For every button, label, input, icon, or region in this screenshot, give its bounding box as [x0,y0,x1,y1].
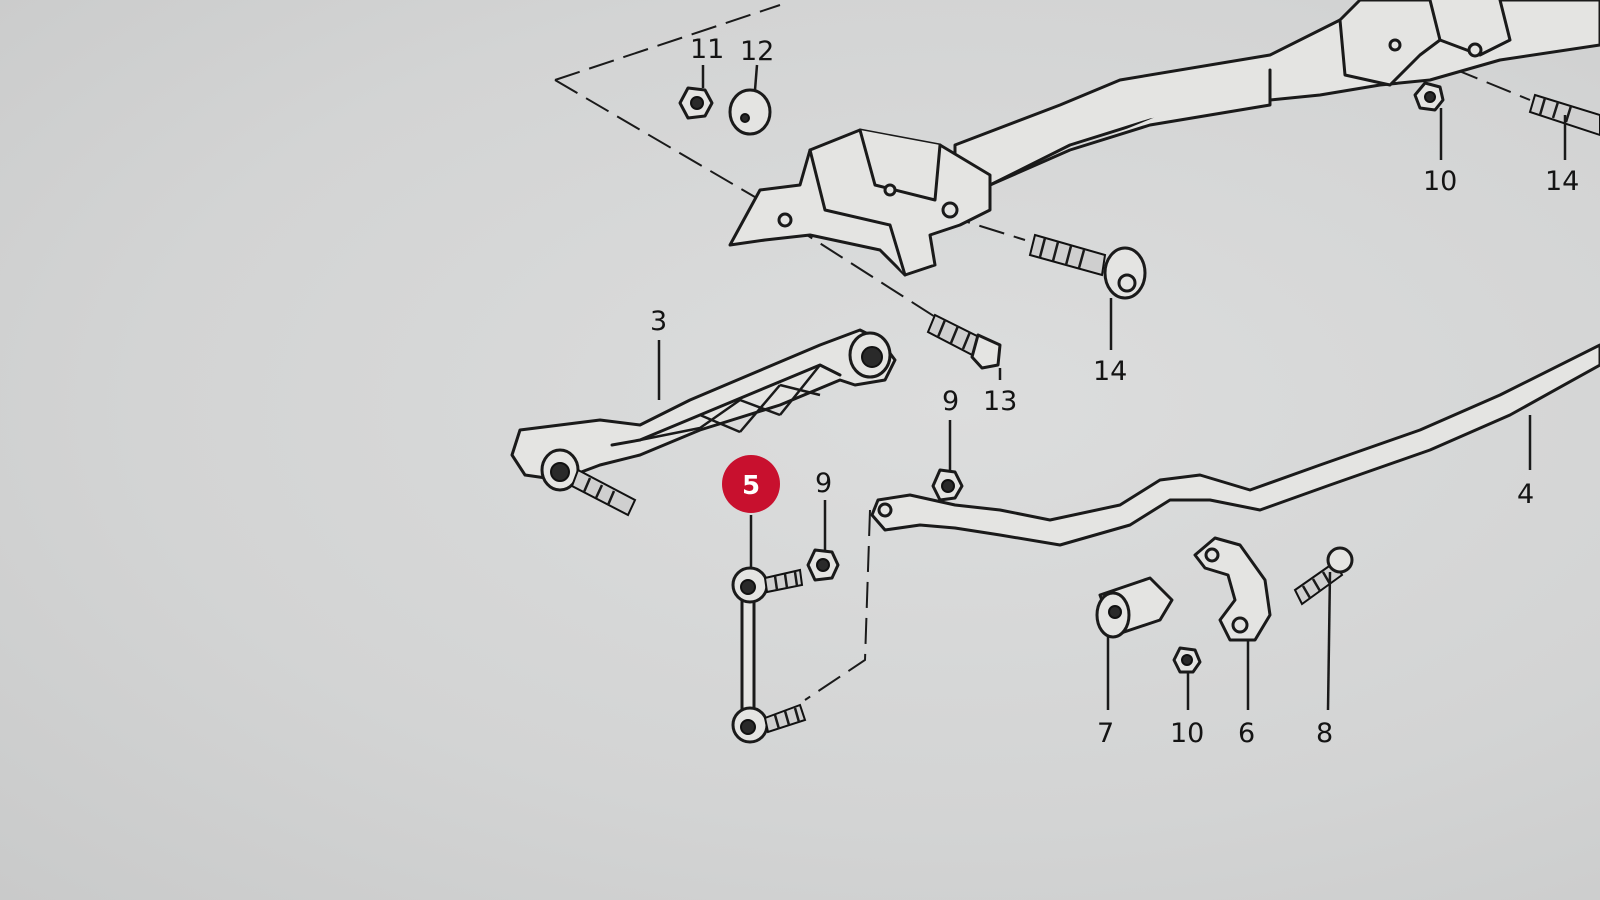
callout-10-lower: 10 [1170,718,1204,749]
callout-6: 6 [1238,718,1255,749]
callout-3: 3 [650,306,667,337]
mounting-bracket [728,128,992,277]
callout-14-right: 14 [1545,166,1579,197]
highlight-circle [722,455,780,513]
part-8-bolt [1293,546,1354,606]
callout-5-highlight: 5 [722,455,780,513]
part-9-nut-upper [931,468,964,502]
part-3-control-arm [510,328,897,517]
part-4-stabilizer-bar [870,343,1600,547]
callout-leader-lines [657,64,1567,711]
callout-9-lower: 9 [815,468,832,499]
callout-5: 5 [742,471,760,501]
callout-12: 12 [740,36,774,67]
callout-8: 8 [1316,718,1333,749]
callout-14-mid: 14 [1093,356,1127,387]
callout-9-upper: 9 [942,386,959,417]
part-14-bolt-mid [1028,233,1147,300]
part-7-bushing [1095,576,1174,639]
part-11-nut [678,86,714,120]
part-13-bolt [926,313,1002,370]
part-10-nut-top [1413,81,1445,112]
part-5-stabilizer-link [731,566,807,744]
callout-4: 4 [1517,479,1534,510]
callout-13: 13 [983,386,1017,417]
callout-labels: 11 12 10 14 14 3 13 9 5 9 4 7 10 6 8 [650,34,1579,749]
callout-11: 11 [690,34,724,65]
callout-7: 7 [1097,718,1114,749]
callout-10-top: 10 [1423,166,1457,197]
subframe-crossmember [953,0,1600,197]
part-10-nut-lower [1172,646,1202,674]
part-9-nut-lower [806,548,840,582]
part-6-clamp [1193,536,1272,642]
part-12-washer [728,88,772,136]
